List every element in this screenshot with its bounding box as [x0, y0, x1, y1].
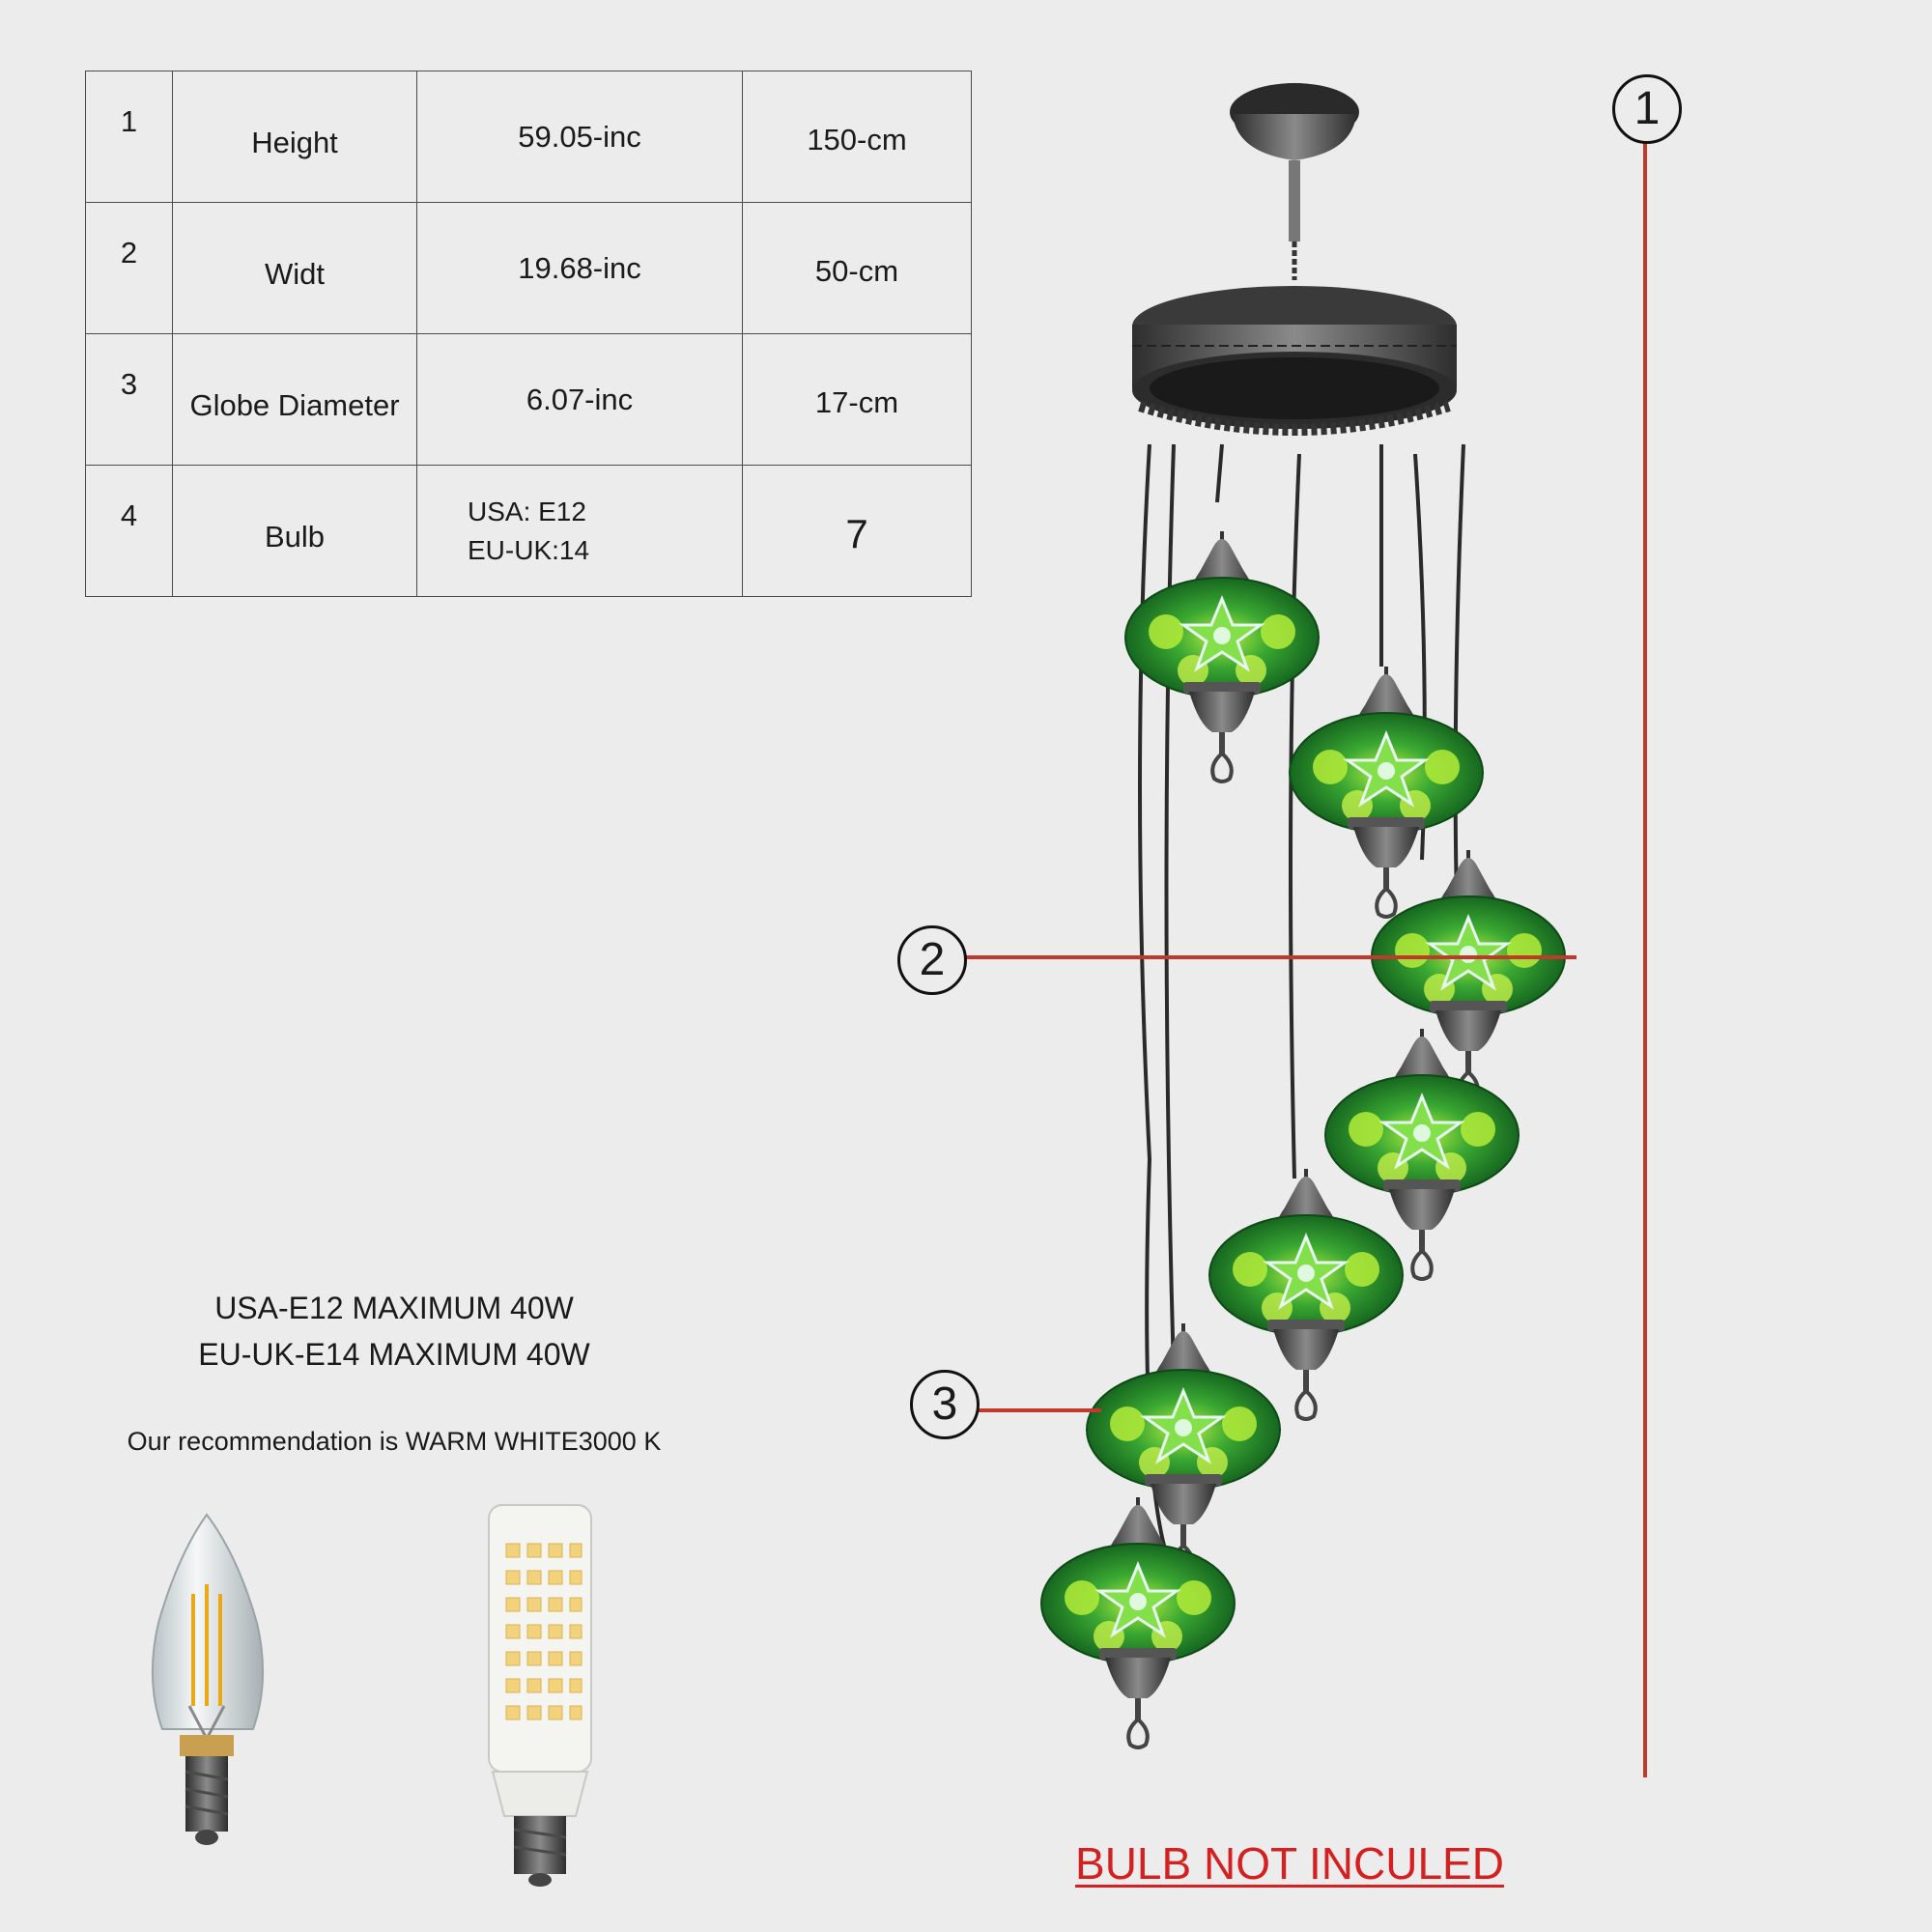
- height-callout: 1: [1612, 74, 1682, 144]
- bulb-recommendation: Our recommendation is WARM WHITE3000 K: [127, 1427, 662, 1456]
- width-callout: 2: [897, 925, 967, 995]
- row-bulb-types: USA: E12 EU-UK:14: [416, 465, 743, 597]
- row-number: 3: [85, 333, 173, 466]
- bulb-spec-usa: USA-E12 MAXIMUM 40W: [214, 1291, 574, 1325]
- bulb-count: 7: [742, 465, 972, 597]
- table-row: 1 Height 59.05-inc 150-cm: [85, 71, 972, 203]
- row-label: Height: [172, 71, 417, 203]
- table-row: 3 Globe Diameter 6.07-inc 17-cm: [85, 333, 972, 466]
- row-cm-value: 150-cm: [742, 71, 972, 203]
- row-label: Globe Diameter: [172, 333, 417, 466]
- globe-diameter-callout: 3: [910, 1370, 980, 1439]
- row-number: 1: [85, 71, 173, 203]
- bulb-spec-eu: EU-UK-E14 MAXIMUM 40W: [198, 1337, 590, 1372]
- row-number: 4: [85, 465, 173, 597]
- bulb-type-eu: EU-UK:14: [468, 534, 590, 565]
- bulb-type-usa: USA: E12: [468, 496, 586, 526]
- spec-table: 1 Height 59.05-inc 150-cm 2 Widt 19.68-i…: [85, 71, 972, 597]
- table-row: 2 Widt 19.68-inc 50-cm: [85, 202, 972, 334]
- row-cm-value: 17-cm: [742, 333, 972, 466]
- table-row: 4 Bulb USA: E12 EU-UK:14 7: [85, 465, 972, 597]
- row-label: Widt: [172, 202, 417, 334]
- led-corn-bulb-icon: [488, 1504, 592, 1887]
- bulb-max-spec: USA-E12 MAXIMUM 40W EU-UK-E14 MAXIMUM 40…: [97, 1285, 692, 1378]
- bulb-not-included-notice: BULB NOT INCULED: [1075, 1838, 1504, 1889]
- row-inch-value: 19.68-inc: [416, 202, 743, 334]
- row-label: Bulb: [172, 465, 417, 597]
- filament-candle-bulb-icon: [151, 1513, 265, 1845]
